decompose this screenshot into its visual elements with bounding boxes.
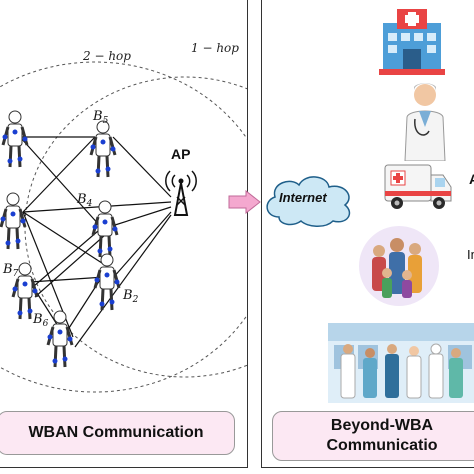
label-b4: B4: [76, 192, 93, 209]
label-b2: B2: [122, 288, 139, 305]
body-node-b2: [93, 253, 121, 311]
beyond-wban-panel: Internet A: [261, 0, 474, 468]
one-hop-label: 1 − hop: [191, 41, 239, 55]
internet-label: Internet: [279, 190, 327, 205]
label-b5: B5: [92, 109, 109, 126]
body-node-3: [0, 192, 27, 250]
body-node-b7: [11, 262, 39, 320]
one-hop-boundary: [24, 76, 247, 378]
two-hop-boundary: [0, 61, 247, 393]
internet-cloud-icon: [266, 176, 351, 227]
label-b6: B6: [32, 312, 49, 329]
two-hop-label: 2 − hop: [83, 49, 131, 63]
access-point-tower-icon: [165, 170, 197, 216]
beyond-label-line1: Beyond-WBA: [330, 417, 434, 434]
arrow-right-icon: [228, 190, 261, 214]
family-label-cut: Im: [467, 247, 474, 262]
beyond-wban-communication-label: Beyond-WBA Communicatio: [272, 411, 474, 461]
ambulance-label-cut: A: [469, 171, 474, 187]
body-node-b4: [91, 200, 119, 258]
body-node-b5: [89, 120, 117, 178]
wban-panel: B5 B4 B7 B2 B6 AP 2 − hop 1 − hop WBAN C…: [0, 0, 248, 468]
links: [19, 136, 172, 348]
body-node-b6: [46, 310, 74, 368]
beyond-label-line2: Communicatio: [326, 437, 438, 454]
wban-network-diagram: B5 B4 B7 B2 B6 AP: [0, 61, 247, 393]
wban-communication-label: WBAN Communication: [0, 411, 235, 455]
doctor-icon: [404, 83, 446, 161]
medical-staff-icon: [328, 323, 474, 403]
label-b7: B7: [2, 262, 19, 279]
body-node-1: [1, 110, 29, 168]
hospital-icon: [379, 9, 445, 75]
ap-label: AP: [171, 146, 190, 162]
family-icon: [359, 226, 439, 306]
ambulance-icon: [384, 164, 452, 209]
